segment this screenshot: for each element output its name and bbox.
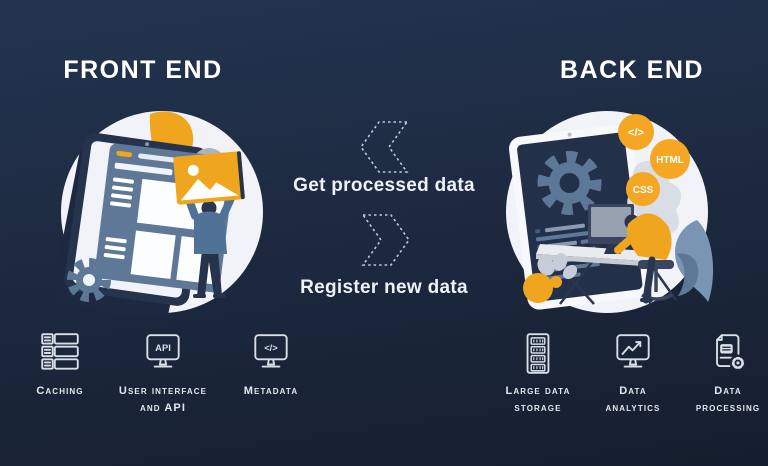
feature-label-line2: processing [695, 401, 761, 414]
feature-large-data-storage: Large data storage [476, 330, 600, 416]
gear-icon [67, 258, 111, 302]
api-icon-label: API [155, 342, 171, 353]
code-icon-label: </> [264, 342, 278, 353]
feature-label: Large data storage [506, 383, 571, 416]
document-gear-icon [716, 334, 747, 372]
plant-shape [674, 220, 714, 302]
code-badge: </> [618, 114, 654, 150]
monitor-chart-icon [616, 334, 650, 368]
chevron-right-icon [361, 214, 410, 266]
feature-user-interface-api: API User interface and API [101, 330, 225, 416]
front-end-illustration [52, 104, 269, 322]
feature-label: User interface and API [119, 383, 207, 416]
feature-label-line1: Metadata [243, 385, 299, 397]
feature-data-processing: Data processing [666, 330, 768, 416]
feature-label-line2: analytics [605, 401, 661, 414]
monitor [588, 204, 634, 254]
feature-caching: Caching [0, 330, 122, 400]
feature-label-line1: Data [714, 385, 742, 397]
back-end-title: BACK END [560, 56, 704, 84]
feature-label-line2: storage [514, 401, 562, 414]
front-end-illustration-svg [52, 111, 263, 322]
flow-label-get: Get processed data [293, 175, 475, 196]
feature-label-line1: User interface [118, 385, 208, 397]
feature-label: Data analytics [606, 383, 661, 416]
html-badge: HTML [650, 139, 690, 179]
feature-label-line2: and API [139, 401, 187, 414]
server-stack-icon [41, 333, 79, 370]
feature-label: Data processing [696, 383, 760, 416]
front-end-title: FRONT END [63, 56, 223, 84]
feature-label-line1: Large data [505, 385, 571, 397]
flow-label-register: Register new data [300, 277, 468, 298]
css-badge-label: CSS [633, 185, 654, 196]
gear-icon [537, 151, 602, 216]
back-end-illustration-svg: </> HTML CSS [506, 111, 714, 313]
monitor-api-icon: API [146, 334, 180, 368]
html-badge-label: HTML [656, 155, 684, 166]
image-card [173, 151, 245, 205]
feature-label: Metadata [244, 383, 298, 400]
chevron-left-icon [360, 121, 409, 173]
code-badge-label: </> [628, 127, 644, 139]
feature-data-analytics: Data analytics [571, 330, 695, 416]
decor-blobs [523, 253, 578, 303]
back-end-illustration: </> HTML CSS [500, 104, 714, 318]
monitor-code-icon: </> [254, 334, 288, 368]
person-holding-image [173, 151, 245, 298]
person-at-desk [614, 213, 674, 304]
feature-label-line1: Data [619, 385, 647, 397]
server-cabinet-icon [526, 333, 550, 374]
feature-label-line1: Caching [36, 385, 84, 397]
feature-metadata: </> Metadata [209, 330, 333, 400]
css-badge: CSS [626, 172, 660, 206]
feature-label: Caching [36, 383, 83, 400]
